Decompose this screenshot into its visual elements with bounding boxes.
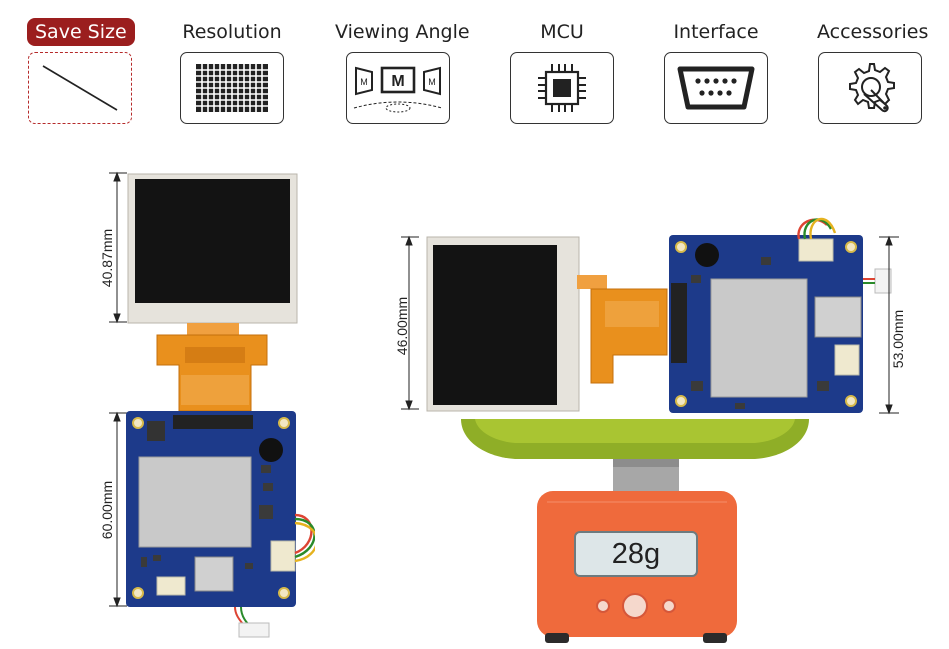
tab-accessories[interactable]: Accessories: [817, 18, 929, 124]
right-board-height-label: 53.00mm: [890, 309, 906, 369]
serial-port-icon: [664, 52, 768, 124]
tab-viewing-angle[interactable]: Viewing Angle M M M: [335, 18, 470, 124]
tab-save-size-label: Save Size: [27, 18, 135, 46]
tab-save-size[interactable]: Save Size: [27, 18, 135, 124]
left-product-illustration: [109, 171, 315, 638]
chip-icon: [510, 52, 614, 124]
viewing-angle-glyph-right: M: [428, 77, 436, 87]
tab-interface[interactable]: Interface: [663, 18, 769, 124]
left-display-height-label: 40.87mm: [99, 228, 115, 288]
tab-resolution-label: Resolution: [182, 21, 282, 43]
tab-accessories-label: Accessories: [817, 21, 929, 43]
diagonal-size-icon: [28, 52, 132, 124]
left-board-height-label: 60.00mm: [99, 480, 115, 540]
gear-wrench-icon: [818, 52, 922, 124]
pixel-grid-icon: [180, 52, 284, 124]
tab-mcu-label: MCU: [540, 21, 584, 43]
viewing-angle-glyph-left: M: [360, 77, 368, 87]
right-display-height-label: 46.00mm: [394, 296, 410, 356]
tab-mcu[interactable]: MCU: [509, 18, 615, 124]
scale-weight-readout: 28g: [574, 531, 698, 577]
tab-resolution[interactable]: Resolution: [179, 18, 285, 124]
scale-product-illustration: [401, 217, 899, 643]
viewing-angle-icon: M M M: [346, 52, 450, 124]
tab-interface-label: Interface: [673, 21, 759, 43]
viewing-angle-glyph: M: [391, 73, 404, 90]
tab-viewing-angle-label: Viewing Angle: [335, 21, 470, 43]
